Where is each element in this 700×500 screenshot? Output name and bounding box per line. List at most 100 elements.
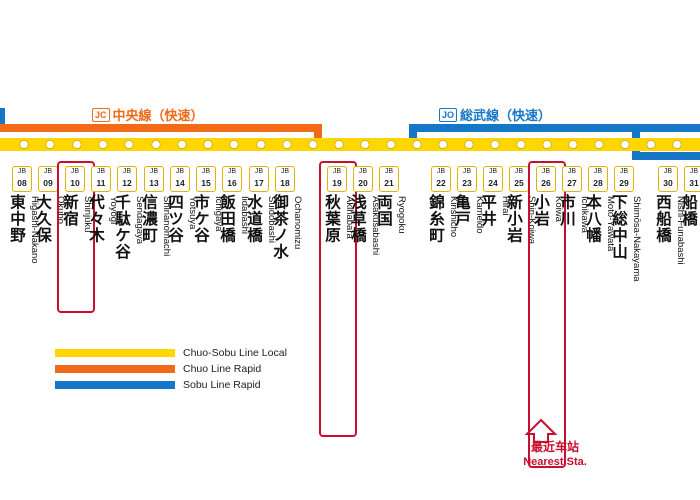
station-name-jp: 錦糸町 bbox=[427, 194, 445, 244]
station-number: 12 bbox=[122, 178, 132, 188]
station-name-en: Higashi-Nakano bbox=[29, 196, 40, 264]
station-dot bbox=[438, 139, 448, 150]
station-name-en: Ochanomizu bbox=[292, 196, 303, 250]
station-dot bbox=[542, 139, 552, 150]
station-name-en: Hirai bbox=[500, 196, 511, 216]
station-dot bbox=[412, 139, 422, 150]
legend-item-chuo-rapid: Chuo Line Rapid bbox=[55, 363, 261, 375]
line-code: JB bbox=[175, 168, 185, 175]
station-name-en: Sendagaya bbox=[134, 196, 145, 245]
station-number: 16 bbox=[227, 178, 237, 188]
line-code: JB bbox=[567, 168, 577, 175]
station-name-jp: 平井 bbox=[479, 194, 497, 227]
legend-label: Chuo Line Rapid bbox=[183, 363, 262, 375]
highlight-box bbox=[528, 161, 566, 468]
station-dot bbox=[282, 139, 292, 150]
station-name-en: Kinshicho bbox=[448, 196, 459, 238]
line-code: JB bbox=[43, 168, 53, 175]
station-number: 09 bbox=[43, 178, 53, 188]
station-name-en: Akihabara bbox=[344, 196, 355, 239]
chuo-line-code: JC bbox=[92, 107, 110, 122]
station-name-en: Okubo bbox=[55, 196, 66, 224]
station-names: 船橋Funabashi bbox=[678, 194, 700, 240]
station-number: 13 bbox=[149, 178, 159, 188]
station-dot bbox=[72, 139, 82, 150]
callout-en: Nearest Sta. bbox=[523, 456, 587, 468]
station-name-en: Ichigaya bbox=[213, 196, 224, 232]
sobu-rapid-line bbox=[409, 124, 700, 142]
station-dot bbox=[490, 139, 500, 150]
station-name-en: Shin-Koiwa bbox=[526, 196, 537, 245]
station-number: 24 bbox=[488, 178, 498, 188]
station-dot bbox=[229, 139, 239, 150]
sobu-line-code: JO bbox=[439, 107, 458, 122]
legend-label: Sobu Line Rapid bbox=[183, 379, 261, 391]
sobu-rapid-left-stub bbox=[0, 108, 5, 128]
station-dot bbox=[124, 139, 134, 150]
station-name-en: Shimōsa-Nakayama bbox=[631, 196, 642, 282]
chuo-rapid-line bbox=[0, 124, 322, 142]
callout-jp: 最近车站 bbox=[530, 440, 579, 454]
line-code: JB bbox=[332, 168, 342, 175]
station-name-jp: 浅草橋 bbox=[349, 194, 367, 244]
station-dot bbox=[19, 139, 29, 150]
station-number-badge: JB 19 bbox=[327, 166, 347, 192]
station-name-jp: 本八幡 bbox=[584, 194, 602, 244]
station-number: 19 bbox=[332, 178, 342, 188]
station-dot bbox=[646, 139, 656, 150]
station-number-badge: JB 09 bbox=[38, 166, 58, 192]
station-name-jp: 飯田橋 bbox=[218, 194, 236, 244]
line-code: JB bbox=[17, 168, 27, 175]
legend-item-sobu-rapid: Sobu Line Rapid bbox=[55, 379, 261, 391]
highlight-box bbox=[319, 161, 357, 437]
station-name-en: Moto-Yawata bbox=[605, 196, 616, 252]
station-name-en: Suidobashi bbox=[266, 196, 277, 244]
station-name-jp: 新小岩 bbox=[505, 194, 523, 244]
station-name-en: Shinanomachi bbox=[161, 196, 172, 257]
station-dot bbox=[151, 139, 161, 150]
station-number: 23 bbox=[462, 178, 472, 188]
station-number: 20 bbox=[358, 178, 368, 188]
line-code: JB bbox=[619, 168, 629, 175]
station-number: 27 bbox=[567, 178, 577, 188]
line-code: JB bbox=[514, 168, 524, 175]
line-code: JB bbox=[201, 168, 211, 175]
line-code: JB bbox=[70, 168, 80, 175]
station-number: 17 bbox=[254, 178, 264, 188]
station-number: 21 bbox=[384, 178, 394, 188]
